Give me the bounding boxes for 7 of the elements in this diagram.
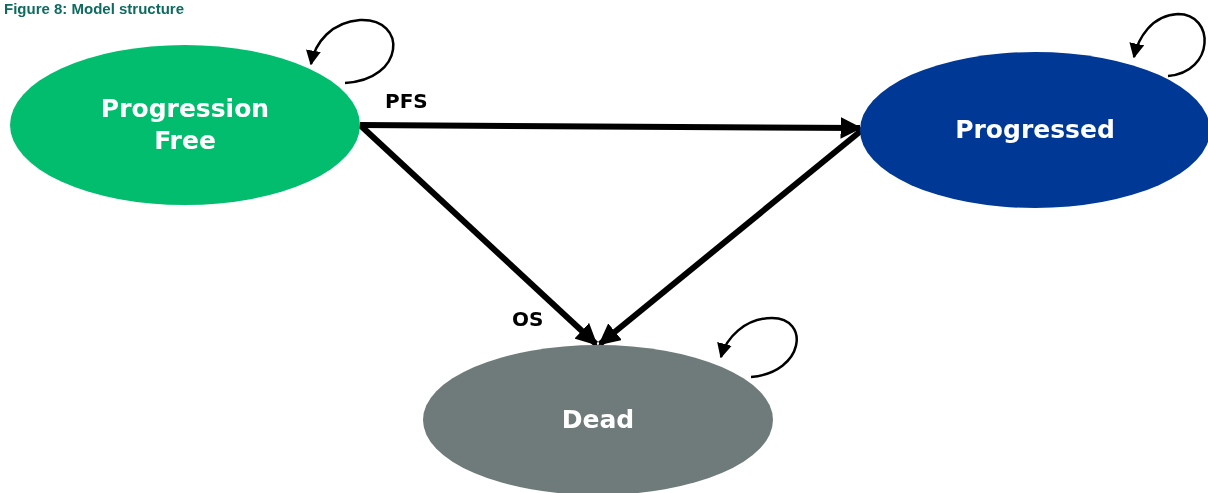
self-loop-arrow [718,316,798,379]
state-name: Progressed [955,113,1115,146]
state-name: Progression Free [99,92,271,157]
state-name: Dead [561,403,635,436]
self-loop-arrow [1130,12,1206,78]
self-loop-arrow [306,18,395,85]
figure-title: Figure 8: Model structure [4,0,185,17]
